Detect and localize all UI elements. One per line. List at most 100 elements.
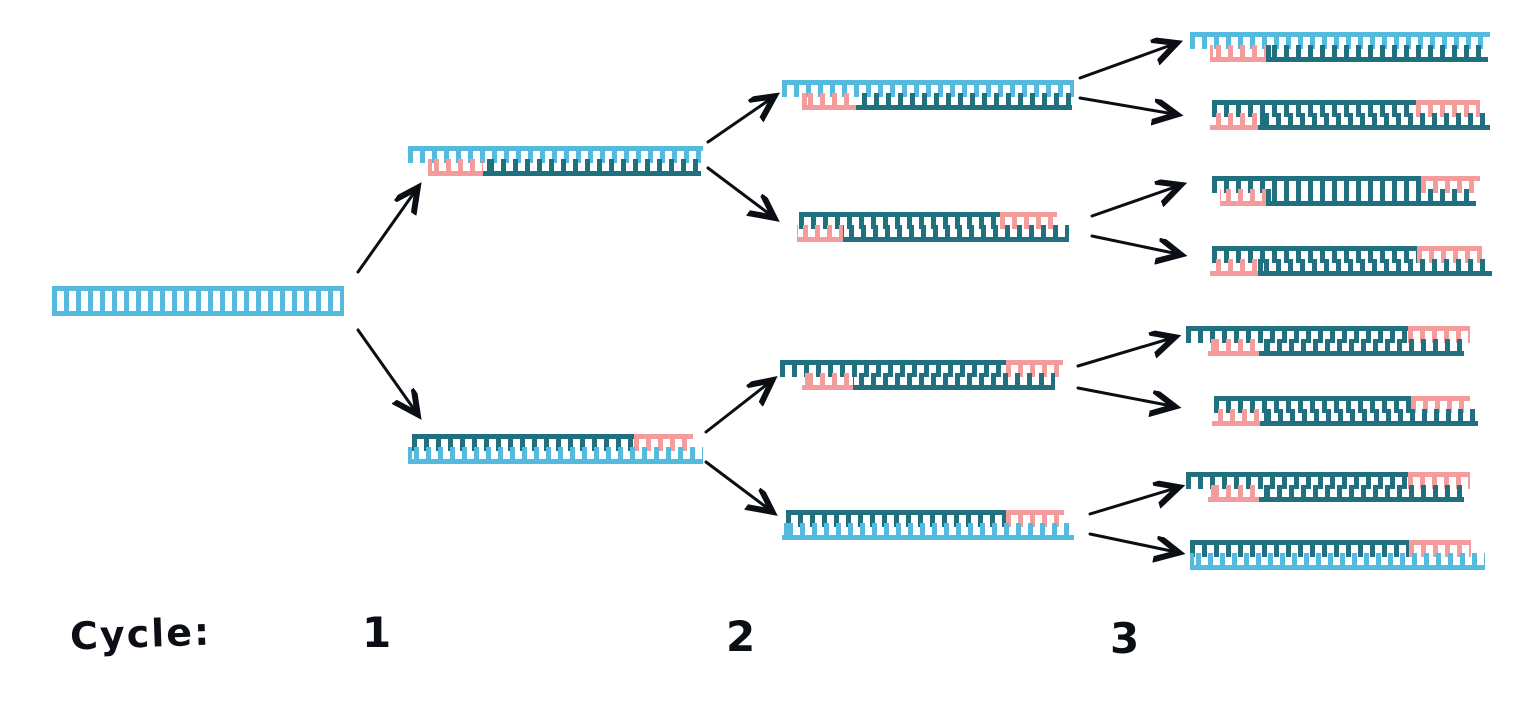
primer-segment [802,93,856,110]
primer-segment [428,159,483,176]
original-dna [52,286,344,316]
cycle2-product-4 [782,510,1074,540]
primer-segment [797,225,844,242]
replication-arrow-4 [706,166,772,216]
cycle3-product-7 [1186,472,1470,502]
new-strand-segment [1212,176,1422,193]
new-strand-segment [1186,326,1408,343]
dna-strand-top [1214,396,1470,413]
replication-arrow-5 [704,382,770,434]
dna-strand-bottom [797,225,1069,242]
replication-arrow-11 [1076,338,1172,368]
new-strand-segment [1257,113,1490,130]
cycle-label: Cycle: [69,609,212,659]
cycle1-product-2 [408,434,703,464]
new-strand-segment [1186,472,1408,489]
primer-segment [1208,485,1260,502]
dna-strand-top [1212,100,1480,117]
dna-strand-bottom [802,93,1072,110]
replication-arrow-7 [1078,44,1174,80]
dna-strand-bottom [1210,259,1492,276]
dna-strand-bottom [782,523,1074,540]
new-strand-segment [799,212,1001,229]
new-strand-segment [1266,189,1476,206]
dna-strand-top [1212,246,1482,263]
replication-arrow-12 [1076,386,1172,406]
new-strand-segment [1190,540,1410,557]
dna-strand-top [780,360,1063,377]
replication-arrow-3 [706,98,772,144]
template-strand-segment [408,146,703,163]
primer-segment [802,373,853,390]
cycle-number-2: 2 [726,612,756,661]
new-strand-segment [1212,246,1418,263]
primer-segment [1212,409,1260,426]
dna-strand-bottom [1210,113,1490,130]
dna-strand-bottom [802,373,1055,390]
primer-segment [1006,360,1063,377]
primer-segment [633,434,693,451]
new-strand-segment [1265,45,1488,62]
cycle2-product-2 [797,212,1069,242]
replication-arrow-8 [1078,96,1174,114]
cycle3-product-6 [1212,396,1478,426]
primer-segment [1220,189,1267,206]
replication-arrow-2 [356,328,416,412]
template-strand-segment [1190,553,1485,570]
primer-segment [1210,45,1266,62]
new-strand-segment [1259,409,1478,426]
template-strand-segment [1190,32,1490,49]
new-strand-segment [482,159,701,176]
cycle-number-3: 3 [1110,614,1140,663]
new-strand-segment [412,434,634,451]
primer-segment [1421,176,1480,193]
dna-strand-top [786,510,1064,527]
cycle1-product-1 [408,146,703,176]
dna-strand-bottom [408,447,703,464]
dna-strand-top [52,286,344,303]
template-strand-segment [52,299,344,316]
new-strand-segment [1212,100,1416,117]
template-strand-segment [782,80,1074,97]
new-strand-segment [856,93,1072,110]
dna-strand-bottom [1212,409,1478,426]
primer-segment [1000,212,1057,229]
template-strand-segment [52,286,344,303]
template-strand-segment [408,447,703,464]
cycle3-product-4 [1210,246,1492,276]
primer-segment [1005,510,1064,527]
dna-strand-top [1190,32,1490,49]
new-strand-segment [852,373,1055,390]
primer-segment [1415,100,1480,117]
dna-strand-bottom [428,159,701,176]
dna-strand-bottom [52,299,344,316]
cycle3-product-1 [1190,32,1490,62]
cycle3-product-3 [1212,176,1480,206]
dna-strand-bottom [1220,189,1476,206]
cycle-number-1: 1 [362,608,392,657]
template-strand-segment [782,523,1074,540]
cycle3-product-5 [1186,326,1470,356]
dna-strand-top [799,212,1057,229]
new-strand-segment [843,225,1069,242]
new-strand-segment [786,510,1006,527]
replication-arrow-10 [1090,234,1178,254]
primer-segment [1409,540,1471,557]
replication-arrow-14 [1088,532,1176,552]
primer-segment [1407,326,1470,343]
dna-strand-bottom [1208,339,1464,356]
replication-arrow-1 [356,190,416,274]
replication-arrow-13 [1088,488,1176,516]
primer-segment [1208,339,1260,356]
dna-strand-bottom [1210,45,1488,62]
replication-arrow-6 [704,460,770,510]
dna-strand-top [1190,540,1471,557]
replication-arrow-9 [1090,186,1178,218]
new-strand-segment [1259,339,1464,356]
primer-segment [1210,113,1258,130]
dna-strand-bottom [1208,485,1464,502]
dna-strand-top [1212,176,1480,193]
dna-strand-top [412,434,693,451]
